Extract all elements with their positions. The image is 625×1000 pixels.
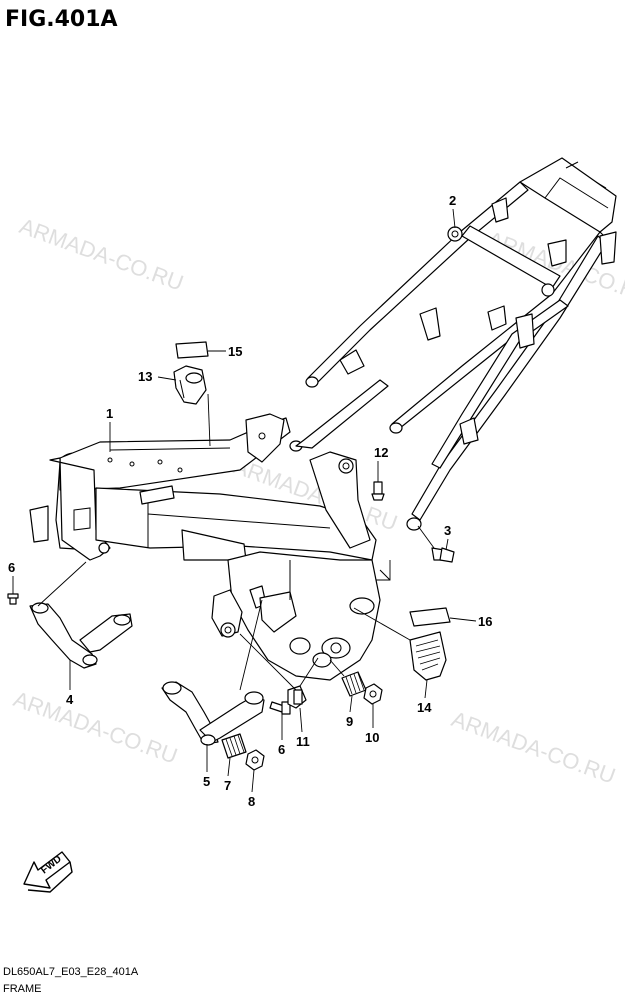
main-frame xyxy=(29,393,391,681)
callout-15: 15 xyxy=(228,344,242,359)
callout-8: 8 xyxy=(248,794,255,809)
figure-code: DL650AL7_E03_E28_401A xyxy=(3,966,139,978)
callout-6b: 6 xyxy=(278,742,285,757)
watermark: ARMADA-CO.RU xyxy=(448,706,619,788)
callout-3: 3 xyxy=(444,523,451,538)
callout-10: 10 xyxy=(365,730,379,745)
fwd-arrow-icon: FWD xyxy=(23,851,73,893)
callouts: 1 2 3 4 5 6 6 7 8 9 10 11 12 13 14 15 16 xyxy=(8,193,492,809)
callout-12: 12 xyxy=(374,445,388,460)
bolt-3 xyxy=(417,525,455,563)
callout-6: 6 xyxy=(8,560,15,575)
figure-title: FIG.401A xyxy=(5,7,118,32)
cushion-13 xyxy=(173,365,207,405)
bolt-6-lower xyxy=(269,701,291,715)
callout-13: 13 xyxy=(138,369,152,384)
callout-4: 4 xyxy=(66,692,74,707)
pad-16 xyxy=(409,607,451,627)
leader-line xyxy=(376,560,391,581)
figure-caption: FRAME xyxy=(3,983,42,995)
nut-8 xyxy=(245,749,265,771)
nut-10 xyxy=(363,683,383,705)
bolt-11 xyxy=(239,633,319,709)
callout-14: 14 xyxy=(417,700,432,715)
callout-9: 9 xyxy=(346,714,353,729)
footrest-bracket-front xyxy=(29,561,133,669)
cushion-15 xyxy=(175,341,209,359)
bolt-12 xyxy=(371,481,385,501)
callout-16: 16 xyxy=(478,614,492,629)
rear-subframe xyxy=(289,157,617,531)
watermark: ARMADA-CO.RU xyxy=(16,213,187,295)
callout-7: 7 xyxy=(224,778,231,793)
callout-2: 2 xyxy=(449,193,456,208)
footrest-bracket-rear xyxy=(161,599,265,746)
callout-11: 11 xyxy=(296,734,310,749)
callout-1: 1 xyxy=(106,406,113,421)
watermark: ARMADA-CO.RU xyxy=(10,686,181,768)
callout-5: 5 xyxy=(203,774,210,789)
spring-9 xyxy=(329,659,367,697)
guard-14 xyxy=(353,607,447,681)
spring-7 xyxy=(221,733,247,759)
bolt-6-left xyxy=(7,593,19,605)
